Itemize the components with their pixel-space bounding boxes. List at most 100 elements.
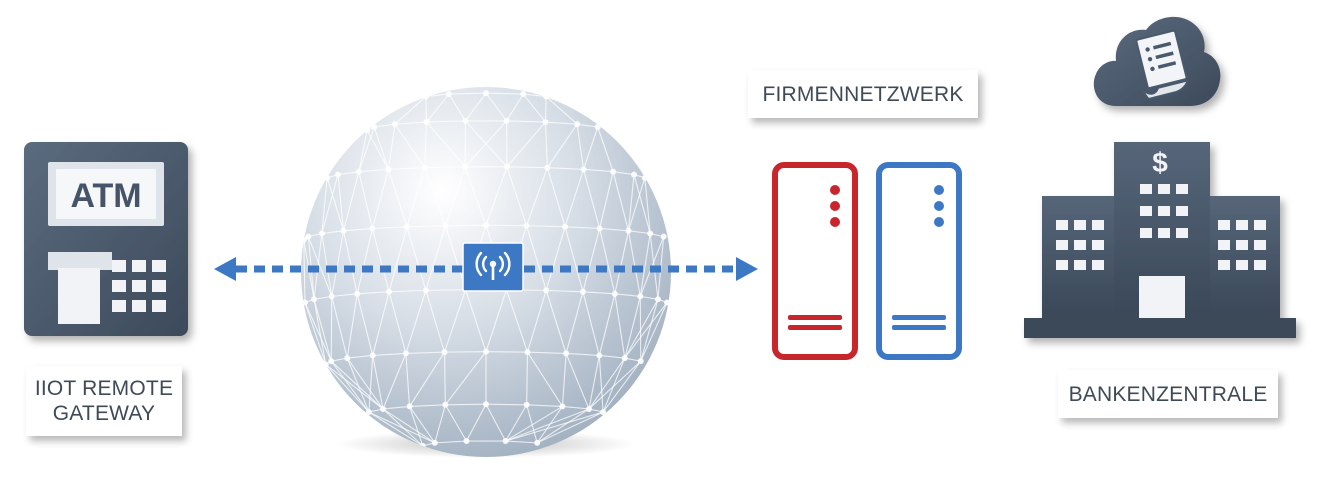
globe-mesh-node	[543, 287, 550, 294]
globe-mesh-node	[502, 438, 509, 445]
globe-mesh-line	[424, 166, 466, 169]
globe-mesh-line	[425, 96, 428, 123]
globe-mesh-line	[405, 351, 445, 354]
globe-mesh-line	[343, 230, 358, 294]
globe-mesh-line	[536, 406, 563, 444]
globe-mesh-line	[464, 92, 487, 122]
globe-mesh-node	[354, 290, 361, 297]
globe-mesh-line	[371, 169, 389, 229]
globe-mesh-line	[582, 291, 600, 356]
globe-mesh-line	[624, 296, 641, 359]
globe-mesh-line	[576, 124, 585, 170]
bank-headquarters-label: BANKENZENTRALE	[1058, 370, 1278, 418]
globe-mesh-line	[485, 166, 508, 226]
globe-mesh-line	[372, 352, 406, 356]
globe-mesh-node	[406, 403, 413, 410]
globe-mesh-line	[406, 225, 446, 228]
globe-mesh-line	[409, 406, 436, 444]
globe-mesh-line	[465, 403, 487, 442]
globe-mesh-line	[330, 360, 384, 410]
globe-mesh-line	[331, 230, 345, 297]
globe-mesh-line	[505, 289, 528, 353]
globe-mesh-line	[424, 167, 446, 226]
globe-mesh-line	[627, 174, 635, 231]
globe-mesh-node	[647, 230, 654, 237]
globe-mesh-line	[588, 357, 626, 410]
globe-mesh-line	[633, 174, 651, 234]
globe-mesh-line	[545, 121, 578, 125]
globe-mesh-node	[520, 91, 527, 98]
globe-mesh-line	[614, 230, 629, 294]
corporate-network-label: FIRMENNETZWERK	[748, 70, 978, 118]
globe-mesh-node	[543, 93, 550, 100]
globe-mesh-line	[526, 404, 538, 444]
globe-mesh-line	[485, 92, 508, 122]
globe-mesh-line	[426, 93, 450, 123]
globe-mesh-node	[441, 349, 448, 356]
globe-mesh-line	[546, 289, 583, 293]
globe-mesh-line	[602, 357, 626, 413]
globe-mesh-line	[583, 169, 601, 229]
globe-mesh-line	[527, 351, 563, 407]
globe-mesh-line	[425, 290, 446, 353]
globe-mesh-line	[628, 230, 651, 235]
globe-mesh-node	[369, 225, 376, 232]
globe-mesh-node	[344, 355, 351, 362]
globe-mesh-line	[368, 411, 436, 444]
globe-mesh-line	[425, 225, 446, 291]
globe-mesh-line	[624, 299, 659, 359]
globe-mesh-line	[426, 120, 466, 123]
globe-mesh-node	[483, 348, 489, 355]
globe-mesh-line	[599, 354, 625, 359]
globe-mesh-line	[564, 226, 584, 292]
globe-mesh-line	[347, 354, 373, 359]
globe-mesh-node	[559, 403, 566, 410]
globe-mesh-node	[421, 164, 428, 171]
globe-mesh-line	[303, 239, 306, 303]
globe-mesh-line	[506, 166, 548, 169]
globe-mesh-node	[594, 124, 601, 131]
globe-mesh-node	[544, 164, 551, 171]
globe-mesh-node	[386, 288, 393, 295]
globe-mesh-node	[318, 230, 325, 237]
wireless-antenna-icon	[462, 242, 524, 292]
globe-mesh-line	[644, 177, 651, 234]
globe-mesh-line	[382, 353, 407, 410]
globe-mesh-line	[409, 351, 445, 407]
globe-mesh-line	[331, 296, 348, 359]
globe-mesh-line	[565, 353, 590, 410]
globe-mesh-line	[599, 228, 616, 294]
globe-mesh-line	[368, 411, 424, 447]
globe-mesh-line	[389, 289, 426, 293]
atm-machine-icon: ATM	[24, 142, 188, 336]
globe-mesh-node	[462, 163, 469, 170]
globe-mesh-node	[542, 119, 549, 126]
globe-mesh-line	[526, 167, 548, 226]
globe-mesh-line	[506, 166, 528, 226]
globe-mesh-node	[305, 233, 312, 240]
globe-mesh-line	[373, 126, 389, 170]
globe-mesh-node	[442, 222, 449, 229]
globe-mesh-line	[356, 228, 373, 294]
globe-mesh-node	[391, 121, 398, 128]
globe-mesh-line	[444, 289, 467, 353]
globe-mesh-line	[406, 226, 427, 291]
globe-mesh-node	[322, 361, 329, 368]
globe-mesh-line	[485, 92, 524, 95]
globe-mesh-line	[388, 167, 425, 170]
globe-mesh-node	[385, 166, 392, 173]
globe-mesh-node	[340, 227, 347, 234]
globe-mesh-node	[600, 409, 607, 416]
globe-mesh-line	[325, 364, 370, 413]
globe-mesh-line	[405, 353, 411, 407]
globe-mesh-line	[599, 227, 629, 232]
globe-mesh-line	[523, 93, 547, 98]
globe-mesh-line	[434, 404, 446, 444]
globe-mesh-node	[365, 409, 372, 416]
globe-mesh-line	[546, 167, 566, 227]
globe-mesh-line	[372, 355, 384, 410]
globe-mesh-line	[565, 226, 600, 230]
globe-mesh-line	[331, 293, 358, 297]
globe-mesh-line	[445, 403, 487, 406]
globe-mesh-line	[526, 225, 547, 291]
